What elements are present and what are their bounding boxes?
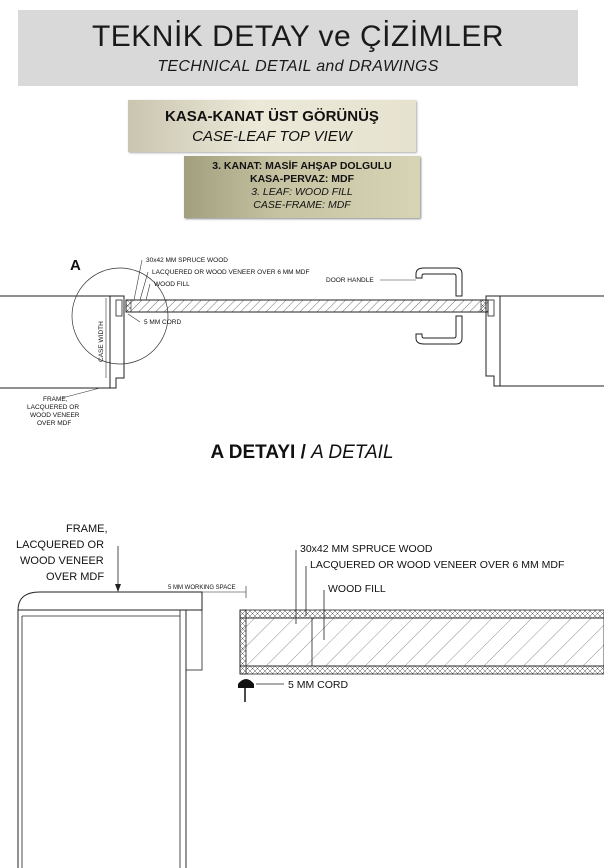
detail-drawing: FRAME, LACQUERED OR WOOD VENEER OVER MDF… <box>16 523 604 868</box>
detail-title-sep: / <box>295 442 312 463</box>
detail-veneer-label: LACQUERED OR WOOD VENEER OVER 6 MM MDF <box>310 559 564 571</box>
leaf-veneer-top <box>239 609 604 619</box>
working-space-label: 5 MM WORKING SPACE <box>168 585 236 591</box>
materials-frame-en: CASE-FRAME: MDF <box>253 199 351 211</box>
door-leaf <box>125 299 489 313</box>
leader-line <box>145 283 151 301</box>
leaf-core <box>239 617 604 667</box>
detail-frame-label-3: WOOD VENEER <box>20 555 104 567</box>
detail-title-bold: A DETAYI <box>210 442 296 463</box>
right-frame-stop <box>487 299 495 317</box>
detail-title: A DETAYI / A DETAIL <box>0 442 604 464</box>
leaf-edge <box>239 609 247 675</box>
view-title-box: KASA-KANAT ÜST GÖRÜNÜŞ CASE-LEAF TOP VIE… <box>128 100 416 152</box>
leader-line <box>139 271 149 301</box>
leader-line <box>133 259 143 301</box>
cord-icon <box>238 679 254 688</box>
frame-label-2: LACQUERED OR <box>27 404 79 411</box>
detail-frame-label-2: LACQUERED OR <box>16 539 104 551</box>
detail-wood-fill-label: WOOD FILL <box>328 583 386 595</box>
frame-label-3: WOOD VENEER <box>30 412 80 419</box>
view-subtitle: CASE-LEAF TOP VIEW <box>192 128 352 145</box>
materials-leaf-tr: 3. KANAT: MASİF AHŞAP DOLGULU <box>212 160 392 172</box>
materials-frame-tr: KASA-PERVAZ: MDF <box>249 173 355 185</box>
detail-spruce-label: 30x42 MM SPRUCE WOOD <box>300 543 433 555</box>
left-frame <box>109 295 125 389</box>
leaf-edge-left <box>125 299 132 313</box>
leaf-edge-right <box>480 299 487 313</box>
veneer-label: LACQUERED OR WOOD VENEER OVER 6 MM MDF <box>152 269 309 276</box>
frame-label-4: OVER MDF <box>37 420 71 427</box>
leader-line <box>61 387 101 399</box>
detail-circle <box>71 267 169 365</box>
spruce-label: 30x42 MM SPRUCE WOOD <box>146 257 228 264</box>
leader-line <box>127 313 141 323</box>
frame-body <box>17 591 203 868</box>
view-title: KASA-KANAT ÜST GÖRÜNÜŞ <box>165 108 379 125</box>
detail-frame-label-1: FRAME, <box>66 523 108 535</box>
cord-label: 5 MM CORD <box>144 319 182 326</box>
case-width-label: CASE WIDTH <box>98 321 105 362</box>
frame-stop <box>185 609 203 671</box>
detail-title-italic: A DETAIL <box>311 442 394 463</box>
left-frame-stop <box>115 299 123 317</box>
top-view-drawing: A CASE WIDTH 30x42 MM SPRUCE WOOD LACQUE… <box>0 257 604 427</box>
door-handle-icon <box>415 267 463 345</box>
detail-marker: A <box>70 257 81 274</box>
page-subtitle: TECHNICAL DETAIL and DRAWINGS <box>157 58 439 75</box>
wood-fill-label: WOOD FILL <box>154 281 190 288</box>
page-title: TEKNİK DETAY ve ÇİZİMLER <box>91 20 505 53</box>
right-frame <box>485 295 501 387</box>
detail-cord-label: 5 MM CORD <box>288 679 349 691</box>
door-handle-label: DOOR HANDLE <box>326 277 374 284</box>
leaf-veneer-bottom <box>239 665 604 675</box>
header-banner: TEKNİK DETAY ve ÇİZİMLER TECHNICAL DETAI… <box>18 10 578 86</box>
materials-box: 3. KANAT: MASİF AHŞAP DOLGULU KASA-PERVA… <box>184 156 420 218</box>
frame-label-1: FRAME, <box>43 396 68 403</box>
detail-frame-label-4: OVER MDF <box>46 571 104 583</box>
materials-leaf-en: 3. LEAF: WOOD FILL <box>251 186 353 198</box>
leader-arrow <box>115 584 121 592</box>
